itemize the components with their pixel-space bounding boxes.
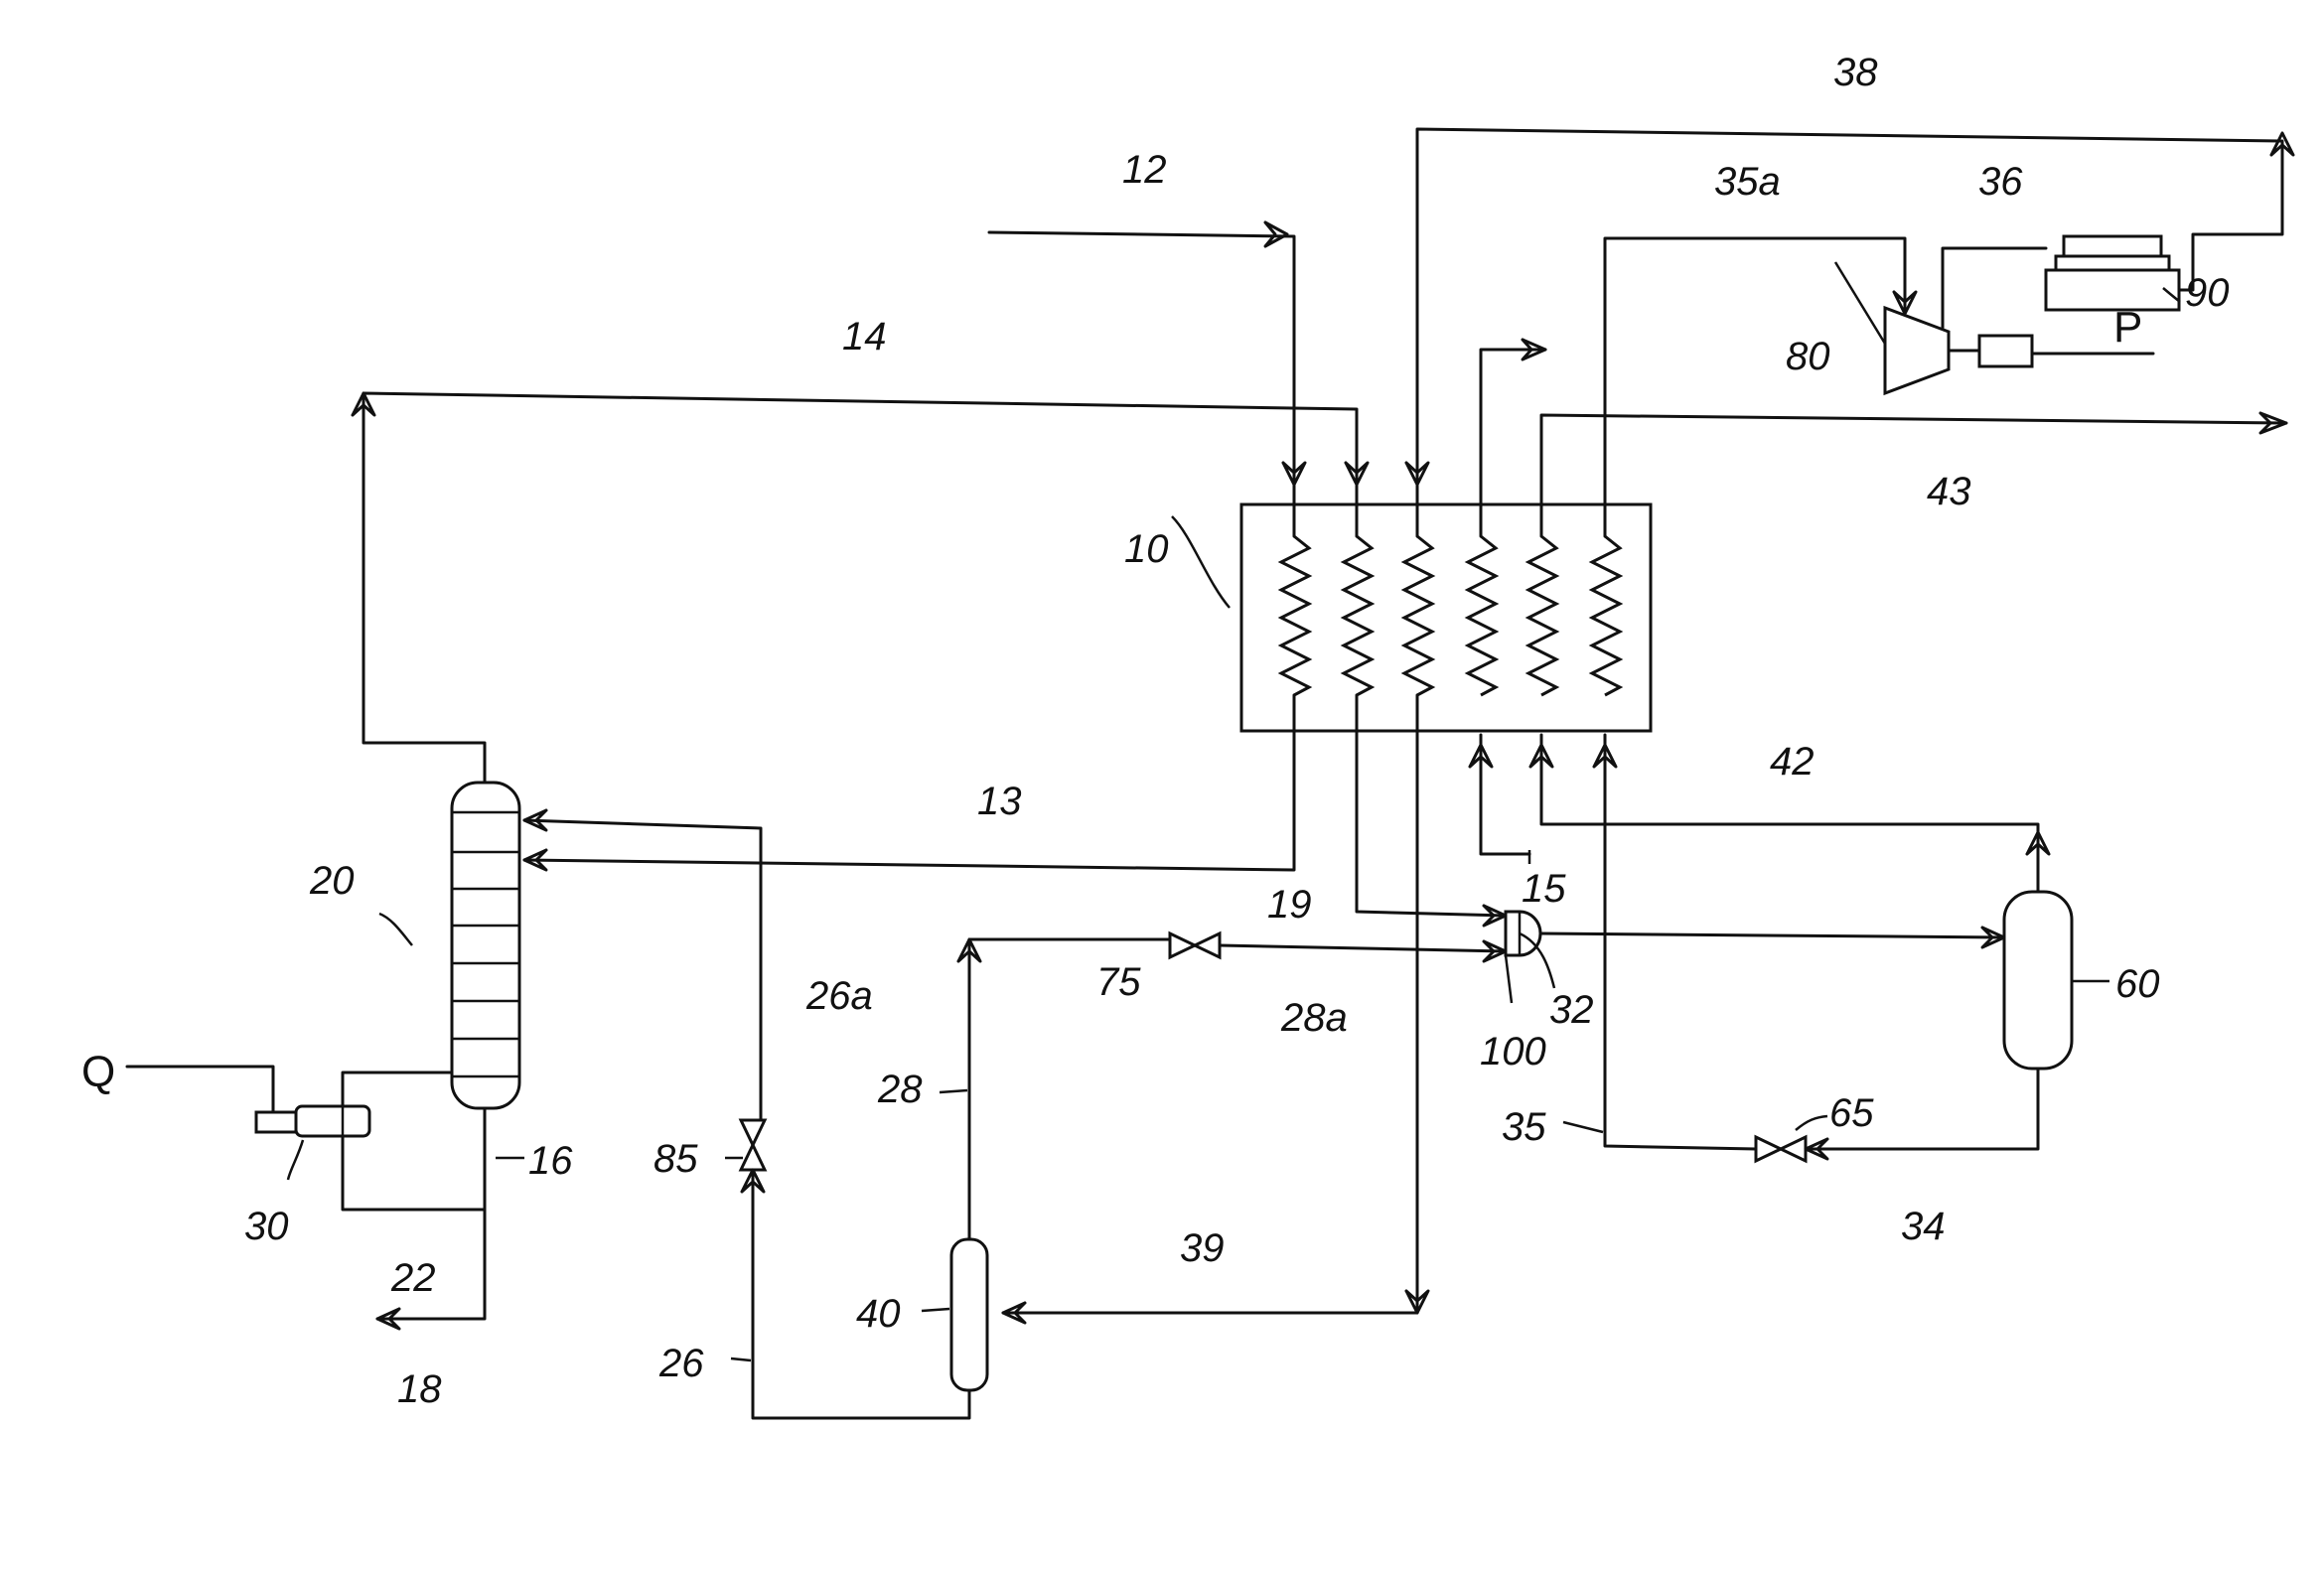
- label-43: 43: [1927, 470, 1971, 513]
- unit-90-base: [2046, 270, 2179, 310]
- unit-90: [2046, 236, 2179, 310]
- label-38: 38: [1833, 51, 1878, 94]
- stream-35a: [1605, 238, 1905, 536]
- label-18: 18: [397, 1367, 442, 1411]
- valve-85-top: [741, 1120, 765, 1145]
- label-26: 26: [658, 1342, 704, 1385]
- stream-38: [1417, 129, 2282, 536]
- label-15: 15: [1522, 867, 1566, 911]
- label-42: 42: [1770, 740, 1815, 784]
- label-19: 19: [1267, 883, 1312, 927]
- valve-75-right: [1195, 933, 1220, 957]
- label-13: 13: [977, 780, 1022, 823]
- stream-12: [989, 232, 1294, 536]
- label-26a: 26a: [805, 974, 873, 1018]
- label-22: 22: [390, 1256, 436, 1300]
- separator-60: [2004, 892, 2072, 1069]
- stream-26a: [524, 820, 761, 1120]
- stream-15: [1481, 735, 1529, 854]
- label-90: 90: [2185, 271, 2230, 315]
- valve-65-right: [1781, 1137, 1806, 1161]
- label-28: 28: [877, 1068, 923, 1111]
- reboiler-shell: [296, 1106, 369, 1136]
- label-65: 65: [1829, 1091, 1874, 1135]
- reboiler-vapor: [343, 1072, 452, 1106]
- valve-75-left: [1170, 933, 1195, 957]
- label-36: 36: [1978, 160, 2023, 204]
- label-34: 34: [1901, 1205, 1946, 1248]
- label-100: 100: [1480, 1030, 1546, 1073]
- stream-36: [1943, 248, 2046, 328]
- stream-35: [1605, 735, 1756, 1149]
- heat-input-Q: [127, 1067, 273, 1112]
- stream-43: [1541, 415, 2286, 536]
- label-80: 80: [1786, 335, 1830, 378]
- drum-40: [951, 1239, 987, 1390]
- label-35a: 35a: [1714, 160, 1781, 204]
- label-28a: 28a: [1280, 996, 1348, 1040]
- valve-65-left: [1756, 1137, 1781, 1161]
- generator-box: [1979, 336, 2032, 366]
- mixer-100: [1506, 912, 1540, 955]
- label-16: 16: [528, 1139, 573, 1183]
- label-35: 35: [1502, 1105, 1546, 1149]
- expander-80: [1885, 308, 1949, 393]
- label-85: 85: [654, 1137, 698, 1181]
- label-10: 10: [1124, 527, 1169, 571]
- label-leaders: [288, 262, 2180, 1360]
- column-shell: [452, 783, 519, 1108]
- stream-22: [343, 1136, 485, 1210]
- labels: 12 14 38 35a 36 90 80 P 43 10 13 42 20 1…: [81, 51, 2230, 1411]
- label-Q: Q: [81, 1048, 115, 1096]
- reboiler-head: [256, 1112, 296, 1132]
- label-39: 39: [1180, 1226, 1225, 1270]
- label-14: 14: [842, 315, 887, 358]
- column-20: [452, 783, 519, 1108]
- label-30: 30: [244, 1205, 289, 1248]
- stream-13: [524, 695, 1294, 870]
- heat-exchanger-10: [1241, 504, 1651, 731]
- label-75: 75: [1096, 960, 1141, 1004]
- label-60: 60: [2115, 962, 2160, 1006]
- label-20: 20: [309, 859, 355, 903]
- valve-85-bottom: [741, 1145, 765, 1170]
- label-P: P: [2113, 303, 2142, 352]
- label-40: 40: [856, 1292, 901, 1336]
- stream-39: [1003, 695, 1417, 1313]
- stream-14: [363, 393, 1357, 783]
- stream-28a: [1220, 945, 1506, 951]
- label-32: 32: [1549, 988, 1594, 1032]
- label-12: 12: [1122, 148, 1167, 192]
- stream-32: [1540, 933, 2004, 937]
